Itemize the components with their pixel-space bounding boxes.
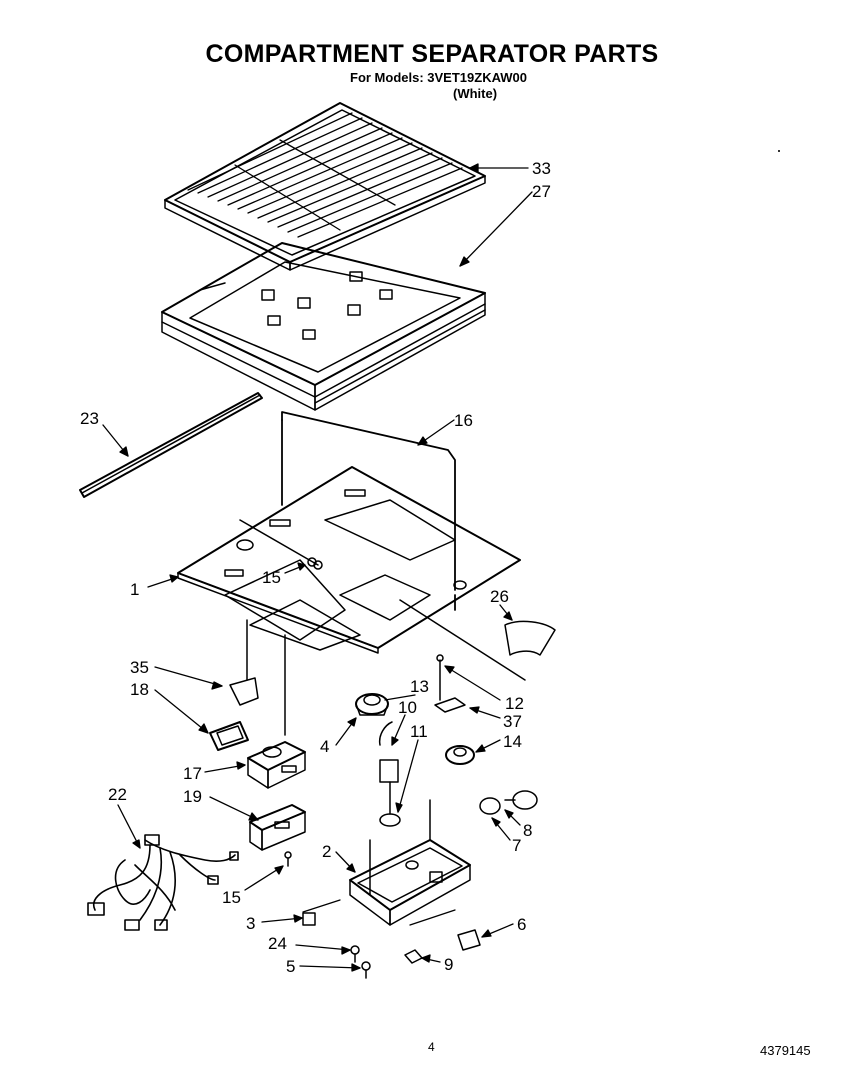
callout-24: 24 [268, 934, 287, 953]
part-3-fastener [302, 912, 316, 926]
part-5-screw [361, 961, 371, 979]
part-23-strip [79, 392, 263, 498]
callout-2: 2 [322, 842, 331, 861]
part-10-wire [378, 721, 393, 746]
part-17-housing [247, 741, 306, 789]
models-line: For Models: 3VET19ZKAW00 [350, 70, 527, 85]
callout-17: 17 [183, 764, 202, 783]
callout-9: 9 [444, 955, 453, 974]
part-4-socket [355, 693, 389, 716]
callout-33: 33 [532, 159, 551, 178]
part-2-bracket [349, 799, 471, 926]
callout-labels: 33 27 23 16 1 15 26 35 18 12 37 13 10 11… [80, 159, 551, 976]
part-27-frame [161, 242, 486, 411]
callout-16: 16 [454, 411, 473, 430]
part-22-harness [87, 834, 239, 931]
part-7-lampholder [479, 797, 501, 815]
part-35-clip [229, 677, 259, 706]
part-19-cover [249, 804, 306, 851]
callout-18: 18 [130, 680, 149, 699]
callout-35: 35 [130, 658, 149, 677]
callout-4: 4 [320, 737, 329, 756]
callout-13: 13 [410, 677, 429, 696]
callout-15a: 15 [262, 568, 281, 587]
color-line: (White) [453, 86, 498, 101]
callout-5: 5 [286, 957, 295, 976]
callout-37: 37 [503, 712, 522, 731]
callout-3: 3 [246, 914, 255, 933]
speck [778, 150, 780, 152]
part-37-clip [434, 697, 466, 713]
page-number: 4 [428, 1040, 435, 1054]
part-12-screw [436, 654, 444, 701]
part-11-switch [379, 759, 401, 827]
callout-22: 22 [108, 785, 127, 804]
callout-12: 12 [505, 694, 524, 713]
part-33-shelf-grille [164, 102, 486, 271]
part-26-tape [504, 620, 556, 656]
callout-11: 11 [410, 722, 428, 741]
part-1-panel [177, 466, 526, 736]
part-15b-screw [284, 851, 292, 867]
callout-14: 14 [503, 732, 522, 751]
part-15a-screw [307, 557, 317, 567]
callout-19: 19 [183, 787, 202, 806]
callout-26: 26 [490, 587, 509, 606]
part-8-bulb [504, 790, 538, 810]
callout-27: 27 [532, 182, 551, 201]
leader-lines [102, 163, 533, 972]
part-14-socket [445, 745, 475, 765]
part-18-lens [209, 721, 249, 751]
part-16-wire [281, 411, 456, 611]
callout-7: 7 [512, 836, 521, 855]
document-number: 4379145 [760, 1043, 811, 1058]
part-9-nut [404, 949, 423, 964]
part-6-connector [457, 929, 481, 951]
callout-8: 8 [523, 821, 532, 840]
callout-6: 6 [517, 915, 526, 934]
part-24-screw [350, 945, 360, 963]
callout-23: 23 [80, 409, 99, 428]
callout-15b: 15 [222, 888, 241, 907]
page-title: COMPARTMENT SEPARATOR PARTS [205, 40, 659, 68]
callout-10: 10 [398, 698, 417, 717]
callout-1: 1 [130, 580, 139, 599]
